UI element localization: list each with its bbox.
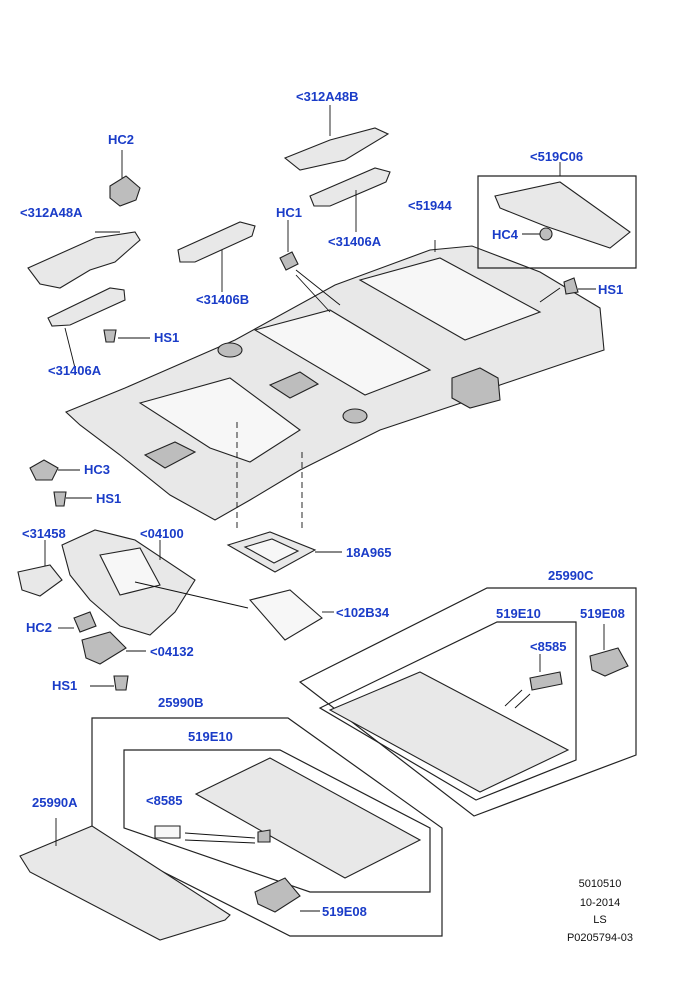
bracket-312A48A (27, 231, 141, 289)
callout-hc4: HC4 (492, 227, 519, 242)
headliner-panel (64, 240, 605, 530)
footer-date: 10-2014 (579, 897, 621, 909)
callout-519E10-b: 519E10 (188, 729, 233, 744)
sun-visor-04100 (61, 529, 249, 636)
callout-312A48B: <312A48B (296, 89, 359, 104)
footer-ref-number: 5010510 (578, 878, 622, 890)
trim-18A965 (226, 531, 342, 573)
callout-31406A-right: <31406A (328, 234, 382, 249)
screw-hs1-bottom (90, 675, 129, 691)
bracket-312A48B (283, 105, 390, 171)
callout-hs1-mid: HS1 (96, 491, 121, 506)
mirror-102B34 (248, 589, 334, 641)
callout-31406A-left: <31406A (48, 363, 102, 378)
grab-handle-31406A-right (309, 167, 391, 232)
footer-code: LS (593, 914, 607, 926)
callout-04100: <04100 (140, 526, 184, 541)
callout-519E08-c: 519E08 (580, 606, 625, 621)
grab-handle-31406A-left (47, 287, 126, 369)
callout-25990C: 25990C (548, 568, 594, 583)
callout-51944: <51944 (408, 198, 453, 213)
callout-519E10-c: 519E10 (496, 606, 541, 621)
cover-25990A (19, 818, 231, 941)
group-25990C (298, 587, 637, 817)
callout-25990B: 25990B (158, 695, 204, 710)
callout-312A48A: <312A48A (20, 205, 83, 220)
screw-hs1-mid (53, 491, 92, 507)
callout-8585-c: <8585 (530, 639, 567, 654)
callout-04132: <04132 (150, 644, 194, 659)
callout-25990A: 25990A (32, 795, 78, 810)
callout-hs1-right: HS1 (598, 282, 623, 297)
clip-hc2-bottom (58, 611, 97, 633)
callout-31458: <31458 (22, 526, 66, 541)
callout-hs1-bottom: HS1 (52, 678, 77, 693)
callout-hc2-top: HC2 (108, 132, 134, 147)
footer-part-id: P0205794-03 (566, 932, 634, 944)
callout-102B34: <102B34 (336, 605, 390, 620)
callout-519E08-b: 519E08 (322, 904, 367, 919)
visor-bracket-04132 (81, 631, 146, 665)
callout-hc3: HC3 (84, 462, 110, 477)
callout-hs1-left: HS1 (154, 330, 179, 345)
callout-hc1: HC1 (276, 205, 302, 220)
callout-18A965: 18A965 (346, 545, 392, 560)
callout-hc2-bottom: HC2 (26, 620, 52, 635)
clip-hc2-top (109, 150, 141, 207)
grab-handle-31406B (177, 221, 256, 292)
clip-hc1 (279, 220, 299, 271)
screw-hs1-right (539, 277, 596, 303)
callout-8585-b: <8585 (146, 793, 183, 808)
callout-31406B: <31406B (196, 292, 249, 307)
console-519C06-box (477, 162, 637, 269)
screw-hs1-left (103, 329, 150, 343)
visor-clip-31458 (17, 540, 63, 597)
callout-519C06: <519C06 (530, 149, 583, 164)
clip-hc3 (29, 459, 80, 481)
group-25990B (91, 717, 443, 937)
